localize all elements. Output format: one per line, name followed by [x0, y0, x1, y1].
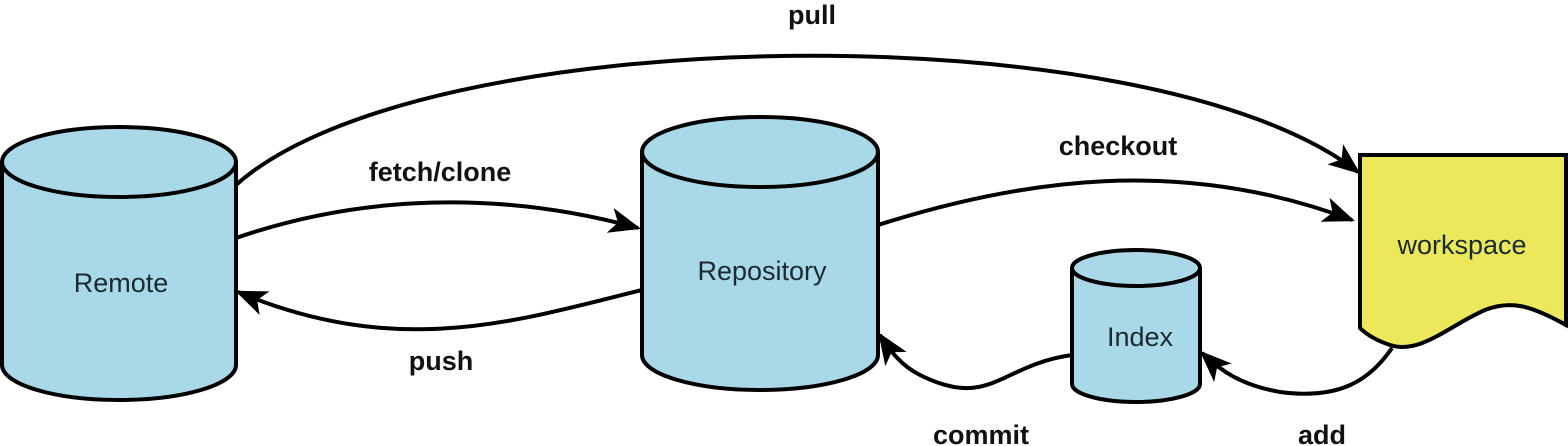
checkout-arrow — [877, 178, 1355, 227]
repository-label: Repository — [697, 256, 827, 286]
pull-label: pull — [788, 0, 836, 30]
fetch-clone-arrow — [235, 200, 642, 240]
repository-node: Repository — [640, 115, 880, 392]
index-node: Index — [1070, 248, 1202, 404]
checkout-label: checkout — [1059, 131, 1178, 161]
pull-arrow — [234, 53, 1361, 187]
push-label: push — [409, 346, 474, 376]
remote-label: Remote — [74, 268, 169, 298]
workspace-node: workspace — [1358, 153, 1568, 349]
fetch-clone-label: fetch/clone — [369, 157, 512, 187]
workspace-label: workspace — [1396, 230, 1526, 260]
remote-node: Remote — [0, 125, 238, 402]
commit-arrow — [878, 332, 1073, 391]
index-label: Index — [1107, 322, 1174, 352]
add-arrow — [1199, 346, 1394, 396]
commit-label: commit — [933, 420, 1029, 446]
push-arrow — [235, 288, 643, 332]
add-label: add — [1298, 420, 1346, 446]
